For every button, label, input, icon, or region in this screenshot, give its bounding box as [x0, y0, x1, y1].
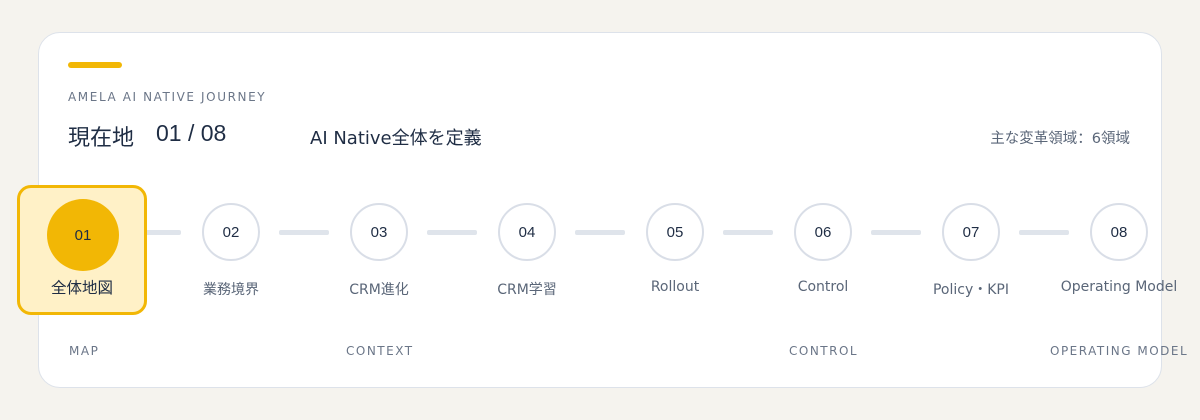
current-location-count: 01 / 08: [156, 120, 227, 146]
accent-bar: [68, 62, 122, 68]
step-04-circle[interactable]: 04: [498, 203, 556, 261]
phase-operating-model: OPERATING MODEL: [1050, 344, 1189, 358]
step-06-label[interactable]: Control: [797, 279, 849, 295]
step-connector: [427, 230, 477, 235]
step-connector: [871, 230, 921, 235]
step-connector: [131, 230, 181, 235]
step-04-label[interactable]: CRM学習: [497, 282, 557, 298]
journey-card: [38, 32, 1162, 388]
step-01-label[interactable]: 全体地図: [50, 279, 113, 297]
step-03-label[interactable]: CRM進化: [349, 282, 409, 298]
step-05-circle[interactable]: 05: [646, 203, 704, 261]
step-connector: [1019, 230, 1069, 235]
journey-eyebrow: AMELA AI NATIVE JOURNEY: [68, 90, 267, 104]
step-connector: [279, 230, 329, 235]
step-07-circle[interactable]: 07: [942, 203, 1000, 261]
phase-map: MAP: [69, 344, 100, 358]
phase-control: CONTROL: [789, 344, 859, 358]
step-08-label[interactable]: Operating Model: [1060, 279, 1178, 295]
current-location-label: 現在地: [68, 126, 135, 151]
step-06-circle[interactable]: 06: [794, 203, 852, 261]
step-headline: AI Native全体を定義: [310, 128, 482, 149]
step-07-label[interactable]: Policy・KPI: [932, 282, 1010, 298]
step-connector: [575, 230, 625, 235]
step-08-circle[interactable]: 08: [1090, 203, 1148, 261]
step-05-label[interactable]: Rollout: [650, 279, 700, 295]
phase-context: CONTEXT: [346, 344, 414, 358]
step-01-circle[interactable]: 01: [47, 199, 119, 271]
step-02-label[interactable]: 業務境界: [203, 282, 259, 298]
step-02-circle[interactable]: 02: [202, 203, 260, 261]
step-03-circle[interactable]: 03: [350, 203, 408, 261]
domains-summary: 主な変革領域：6領域: [990, 131, 1130, 147]
step-connector: [723, 230, 773, 235]
